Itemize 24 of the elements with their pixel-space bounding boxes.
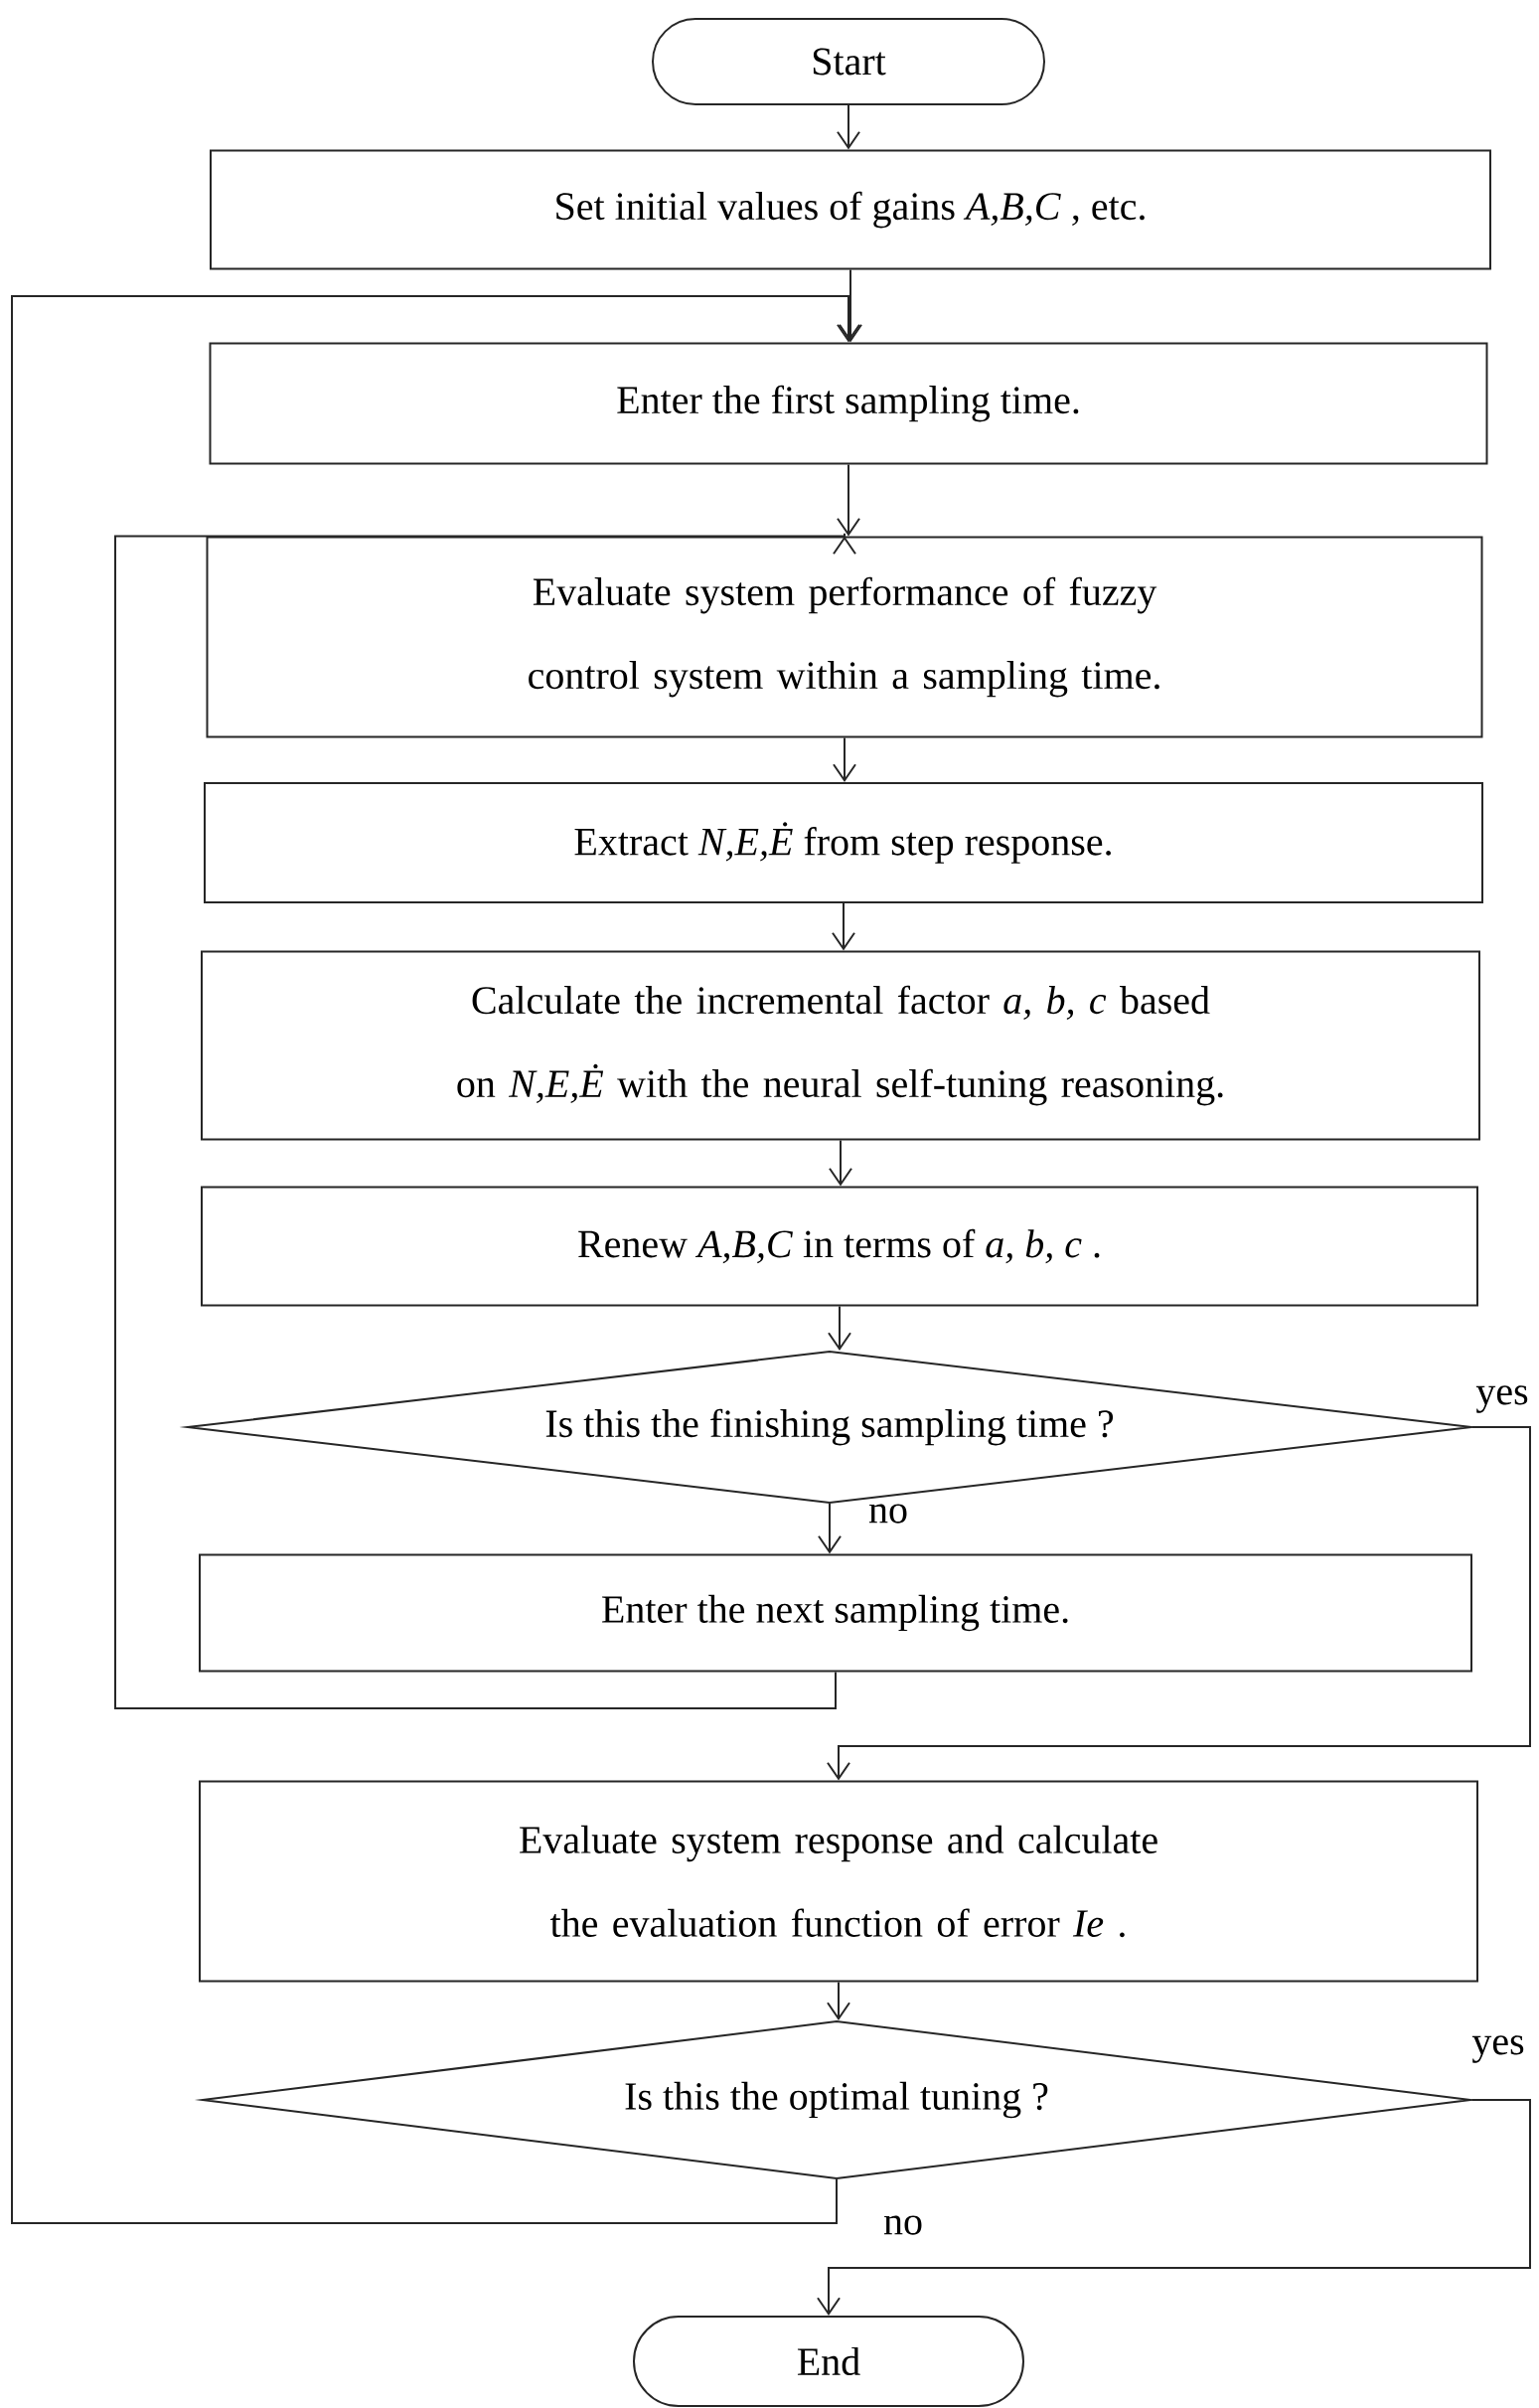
arrow — [828, 1305, 851, 1351]
process-box: Evaluate system performance of fuzzy control system within a sampling time. — [206, 536, 1483, 738]
process-box: Calculate the incremental factor a, b, c based on N,E,Ė with the neural self-tuning reasoning. — [201, 950, 1480, 1141]
arrow — [818, 1503, 842, 1554]
process-box: Enter the next sampling time. — [199, 1553, 1472, 1673]
arrow — [827, 1981, 850, 2021]
arrow — [817, 2099, 1531, 2317]
arrow — [837, 463, 860, 537]
process-box: Enter the first sampling time. — [209, 342, 1488, 465]
arrow — [833, 736, 856, 782]
edge-label: yes — [1473, 1383, 1531, 1415]
arrow — [837, 104, 860, 150]
arrow — [829, 1139, 852, 1187]
process-box: Extract N,E,Ė from step response. — [204, 782, 1483, 903]
edge-label: yes — [1469, 2033, 1527, 2065]
arrow — [839, 268, 862, 343]
process-box: Set initial values of gains A,B,C , etc. — [210, 149, 1491, 270]
arrow — [827, 1426, 1531, 1781]
edge-label: no — [866, 1502, 910, 1525]
process-box: Renew A,B,C in terms of a, b, c . — [201, 1186, 1478, 1307]
arrow — [832, 902, 855, 951]
edge-label: no — [881, 2213, 925, 2237]
arrow — [11, 295, 860, 2224]
process-box: Evaluate system response and calculate the evaluation function of error Ie . — [199, 1780, 1478, 1983]
